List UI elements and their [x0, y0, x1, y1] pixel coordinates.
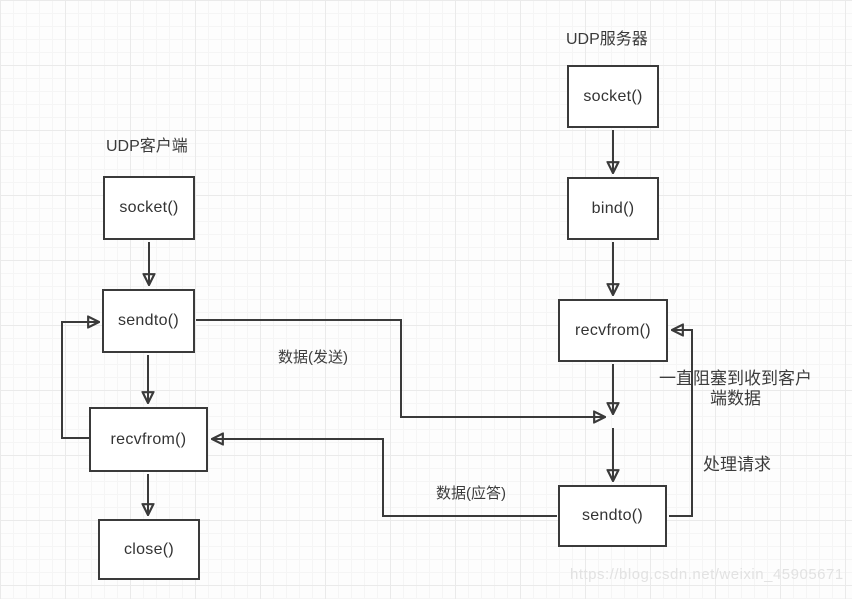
arrow-data-send: [196, 319, 605, 417]
label-data-reply: 数据(应答): [436, 485, 506, 502]
node-client-socket: socket(): [103, 176, 195, 240]
label-block-note-line2: 端数据: [710, 389, 761, 408]
server-column-title: UDP服务器: [566, 31, 648, 48]
label-block-note-line1: 一直阻塞到收到客户: [659, 369, 812, 388]
arrow-client-loop-recvfrom-to-sendto: [61, 322, 99, 439]
node-client-sendto: sendto(): [102, 289, 195, 353]
arrow-server-loop-sendto-to-recvfrom: [669, 330, 693, 517]
client-column-title: UDP客户端: [106, 138, 188, 155]
arrow-data-reply: [212, 439, 557, 517]
label-process-request: 处理请求: [703, 455, 771, 474]
node-server-sendto: sendto(): [558, 485, 667, 547]
node-client-close: close(): [98, 519, 200, 580]
label-block-note: 一直阻塞到收到客户 端数据: [648, 369, 823, 409]
node-server-socket: socket(): [567, 65, 659, 128]
node-client-recvfrom: recvfrom(): [89, 407, 208, 472]
label-data-send: 数据(发送): [278, 349, 348, 366]
node-server-bind: bind(): [567, 177, 659, 240]
csdn-watermark: https://blog.csdn.net/weixin_45905671: [570, 566, 844, 583]
node-server-recvfrom: recvfrom(): [558, 299, 668, 362]
